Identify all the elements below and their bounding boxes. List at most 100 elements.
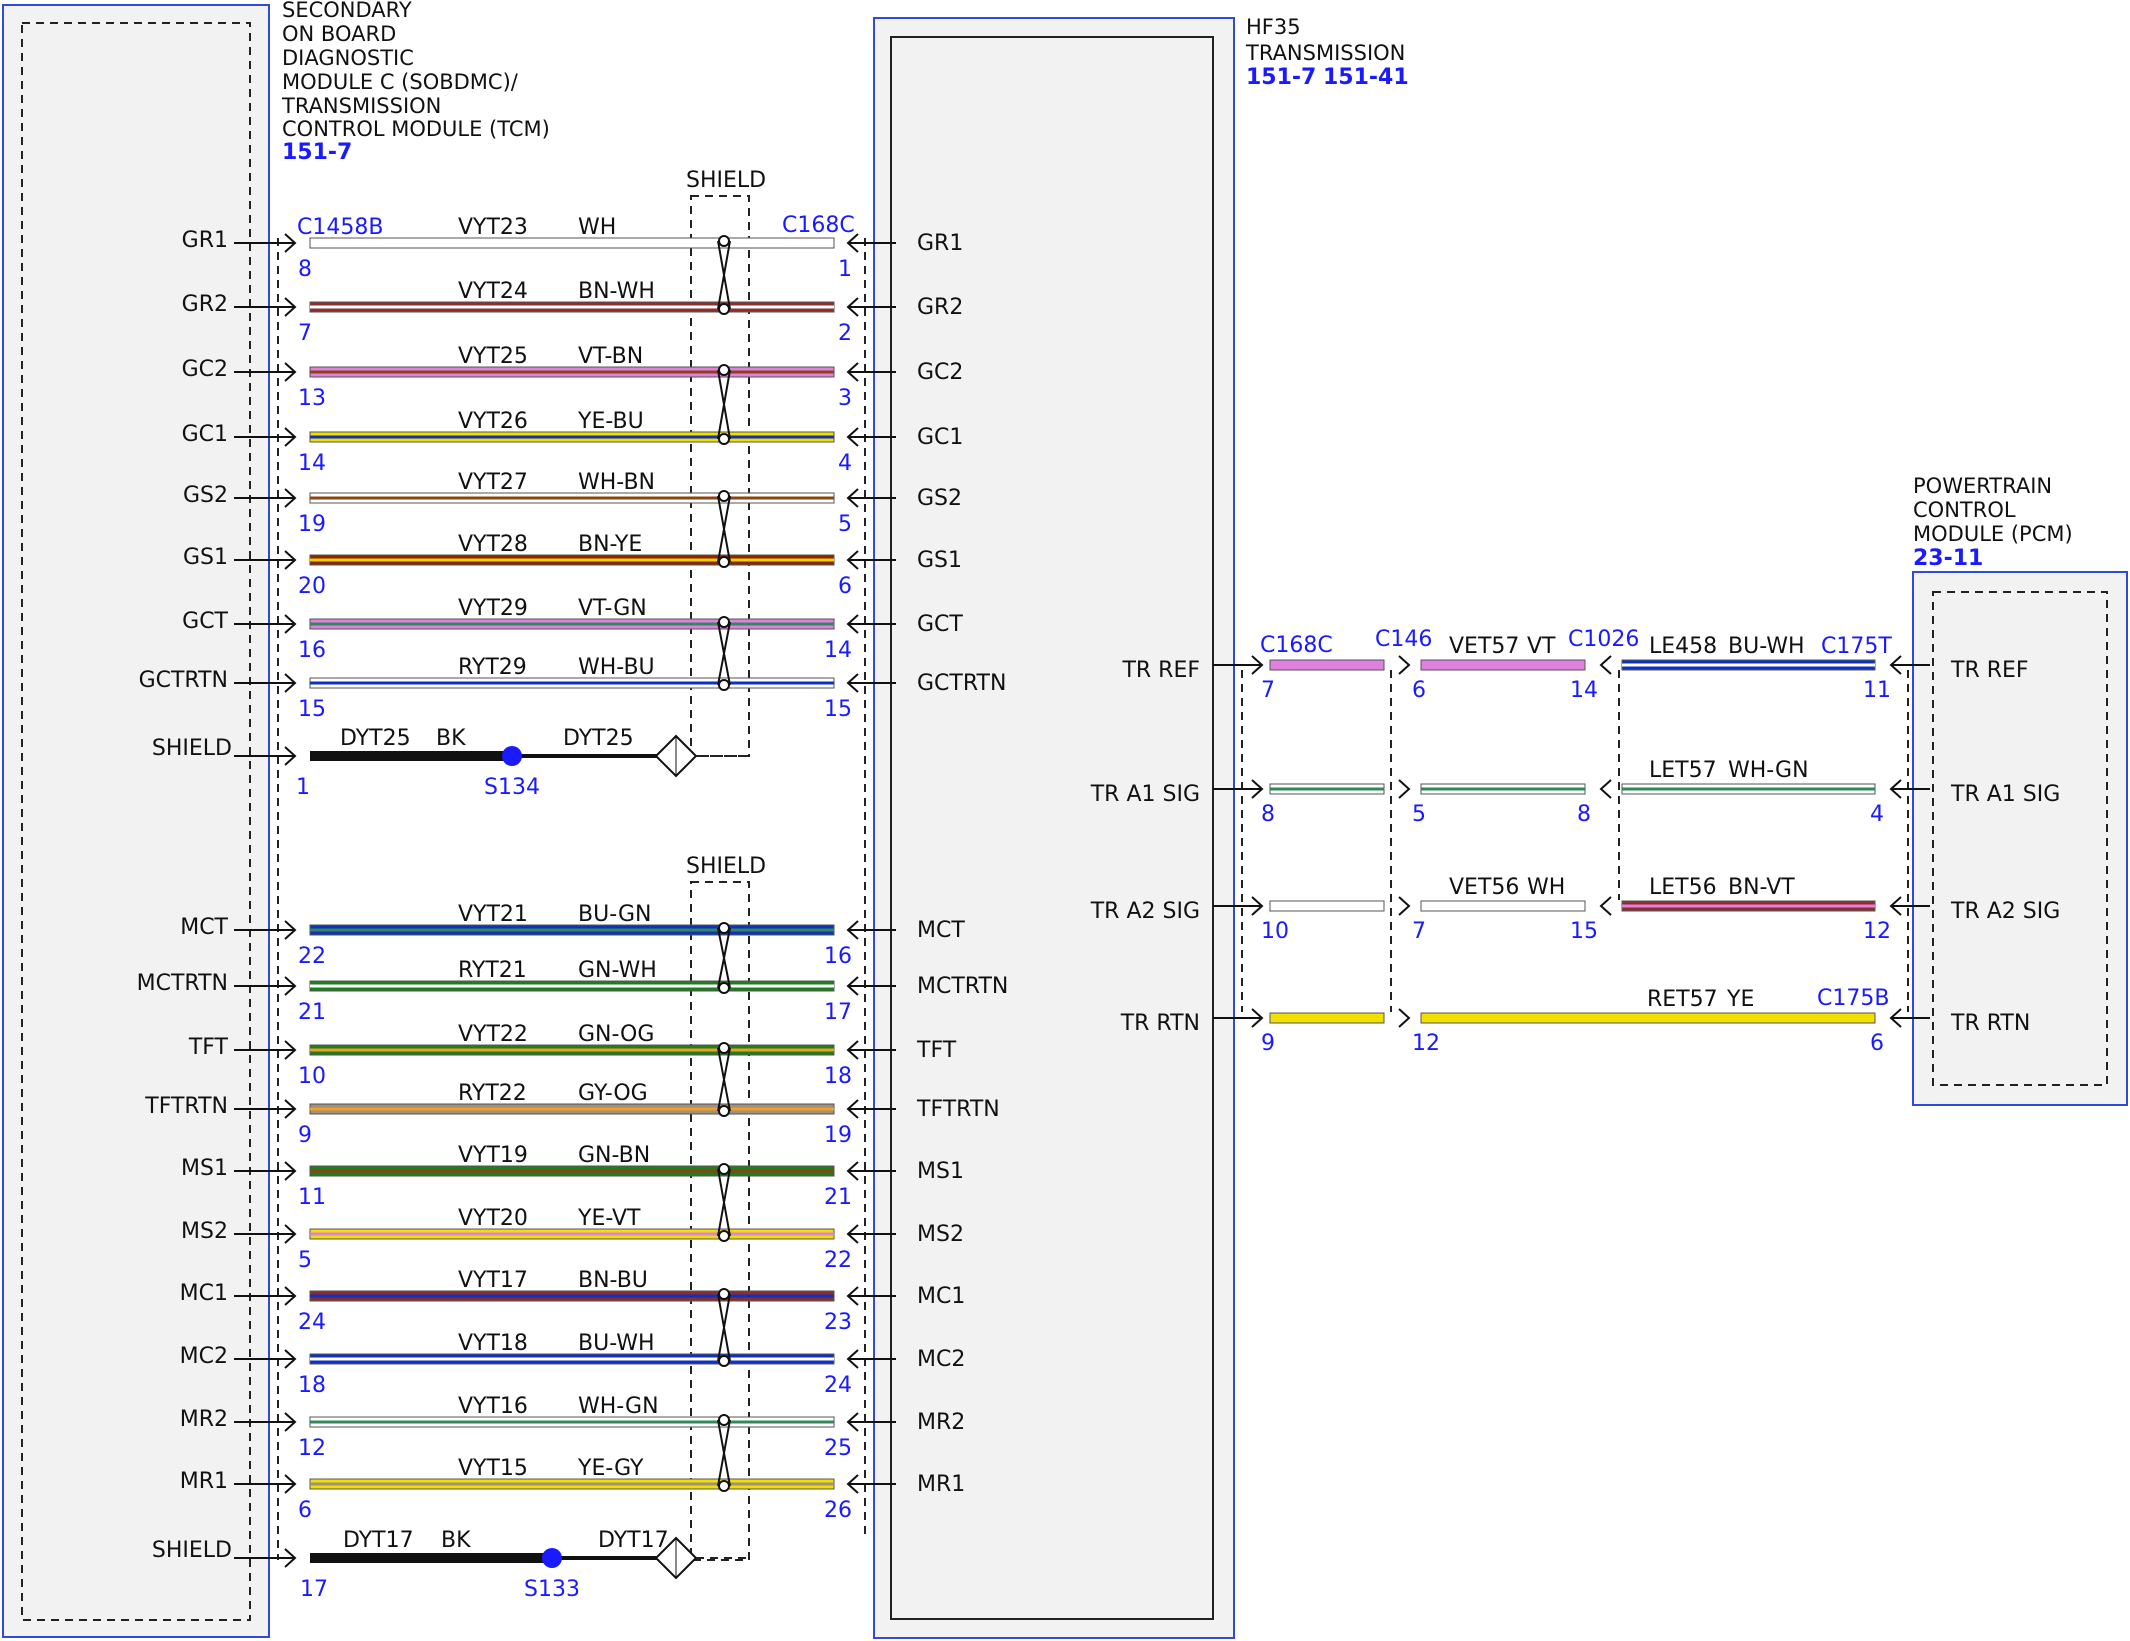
svg-text:SECONDARY: SECONDARY: [282, 0, 412, 22]
wire-ryt21[interactable]: [309, 980, 835, 992]
wire-vyt24[interactable]: [309, 301, 835, 313]
wire-vyt19[interactable]: [309, 1165, 835, 1177]
wire-vyt17[interactable]: [309, 1290, 835, 1302]
pin-number: 6: [1412, 678, 1426, 703]
wire-vyt21[interactable]: [309, 924, 835, 936]
wire-vyt27[interactable]: [309, 492, 835, 504]
trans-signal-label: GC1: [917, 425, 963, 450]
tcm-signal-label: GC1: [182, 422, 228, 447]
wire-segment-b[interactable]: [1420, 1012, 1876, 1024]
wire-vyt15[interactable]: [309, 1478, 835, 1490]
connector-c175t[interactable]: C175T: [1821, 634, 1892, 659]
shield-drain-wire[interactable]: [310, 1553, 552, 1563]
pin-number: 8: [1261, 802, 1275, 827]
tcm-signal-label: GC2: [182, 357, 228, 382]
pin-number-tcm: 10: [298, 1064, 326, 1089]
trans-signal-label: MC1: [917, 1284, 965, 1309]
connector-c168c-left[interactable]: C168C: [782, 213, 855, 238]
wire-vyt26[interactable]: [309, 431, 835, 443]
circuit-label: VYT28: [458, 532, 528, 557]
pcm-ref-link[interactable]: 23-11: [1913, 546, 1983, 571]
circuit-label: VYT15: [458, 1456, 528, 1481]
pin-number-tcm: 21: [298, 1000, 326, 1025]
wire-vyt20[interactable]: [309, 1228, 835, 1240]
shield-group-1: SHIELD: [686, 168, 766, 757]
tcm-signal-label: MC1: [180, 1281, 228, 1306]
transmission-label: HF35 TRANSMISSION 151-7 151-41: [1245, 15, 1409, 90]
circuit-label: VYT17: [458, 1268, 528, 1293]
pin-number-trans: 16: [824, 944, 852, 969]
tcm-signal-label: MS2: [181, 1219, 228, 1244]
wire-ryt22[interactable]: [309, 1103, 835, 1115]
shield-drain-wire[interactable]: [310, 751, 512, 761]
trans-signal-label: GCT: [917, 612, 963, 637]
pcm-module: [1912, 571, 2128, 1106]
connector-c168c-right[interactable]: C168C: [1260, 633, 1333, 658]
tcm-ref-link[interactable]: 151-7: [282, 140, 352, 165]
svg-text:HF35: HF35: [1246, 15, 1301, 39]
trans-signal-label: TFTRTN: [916, 1097, 1000, 1122]
pin-number-trans: 25: [824, 1436, 852, 1461]
wire-color-label: GY-OG: [578, 1081, 648, 1106]
connector-c146[interactable]: C146: [1375, 627, 1432, 652]
wire-segment-a[interactable]: [1269, 783, 1385, 795]
transmission-ref-link-2[interactable]: 151-41: [1323, 65, 1409, 90]
wire-segment-a[interactable]: [1269, 1012, 1385, 1024]
wire-segment-c[interactable]: [1621, 659, 1876, 671]
svg-text:POWERTRAIN: POWERTRAIN: [1913, 474, 2052, 498]
pin-number-trans: 21: [824, 1185, 852, 1210]
shield-group-2: SHIELD: [686, 854, 766, 1561]
tcm-signal-label: TFTRTN: [144, 1094, 228, 1119]
wire-color-label: BU-WH: [1728, 634, 1805, 659]
wire-vyt28[interactable]: [309, 554, 835, 566]
wire-vyt25[interactable]: [309, 366, 835, 378]
wire-color-label: WH-GN: [578, 1394, 659, 1419]
trans-signal-label: MC2: [917, 1347, 965, 1372]
pin-number-tcm: 14: [298, 451, 326, 476]
wire-color-label: WH: [1527, 875, 1565, 900]
splice-dot[interactable]: [542, 1548, 562, 1568]
trans-signal-label: TFT: [916, 1038, 957, 1063]
wire-segment-c[interactable]: [1621, 783, 1876, 795]
wire-vyt23[interactable]: [309, 237, 835, 249]
splice-label[interactable]: S133: [524, 1577, 580, 1602]
trans-signal-label: MCT: [917, 918, 965, 943]
wire-vyt16[interactable]: [309, 1416, 835, 1428]
trans-signal-label: TR A2 SIG: [1090, 899, 1200, 924]
pin-number-tcm: 24: [298, 1310, 326, 1335]
connector-c1026[interactable]: C1026: [1568, 627, 1639, 652]
wire-segment-a[interactable]: [1269, 900, 1385, 912]
splice-label[interactable]: S134: [484, 775, 540, 800]
tcm-signal-label: MCT: [180, 915, 228, 940]
transmission-ref-link-1[interactable]: 151-7: [1246, 65, 1316, 90]
pin-number: 11: [1863, 678, 1891, 703]
wire-ryt29[interactable]: [309, 677, 835, 689]
wire-segment-c[interactable]: [1621, 900, 1876, 912]
tcm-signal-label: SHIELD: [152, 1538, 232, 1563]
wire-segment-b[interactable]: [1420, 659, 1586, 671]
wire-vyt22[interactable]: [309, 1044, 835, 1056]
wire-color-label: GN-BN: [578, 1143, 650, 1168]
wire-color-label: GN-WH: [578, 958, 657, 983]
trans-signal-label: TR RTN: [1120, 1011, 1200, 1036]
circuit-label: DYT25: [340, 726, 411, 751]
wire-segment-b[interactable]: [1420, 783, 1586, 795]
connector-c175b[interactable]: C175B: [1817, 986, 1889, 1011]
splice-dot[interactable]: [502, 746, 522, 766]
wire-color-label: BN-BU: [578, 1268, 648, 1293]
wire-vyt29[interactable]: [309, 618, 835, 630]
circuit-label: VET57: [1449, 634, 1519, 659]
wire-segment-a[interactable]: [1269, 659, 1385, 671]
wire-vyt18[interactable]: [309, 1353, 835, 1365]
svg-text:MODULE (PCM): MODULE (PCM): [1913, 522, 2073, 546]
connector-c1458b[interactable]: C1458B: [297, 215, 383, 240]
wire-segment-b[interactable]: [1420, 900, 1586, 912]
